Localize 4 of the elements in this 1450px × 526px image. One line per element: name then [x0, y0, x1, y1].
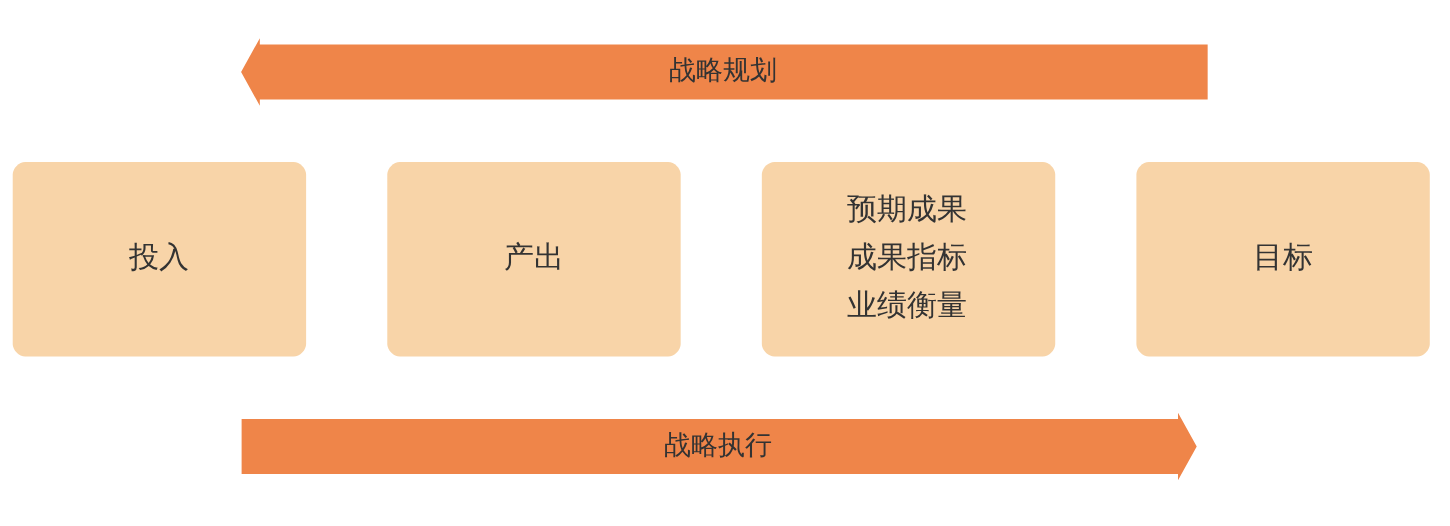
- node-box: 投入: [12, 161, 307, 357]
- node-box: 预期成果 成果指标 业绩衡量: [761, 161, 1056, 357]
- node-box: 产出: [387, 161, 681, 357]
- node-box: 目标: [1136, 161, 1430, 357]
